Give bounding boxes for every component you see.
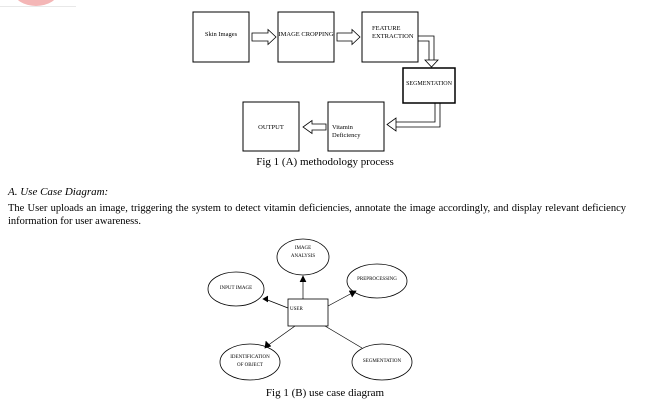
link-user-identification	[266, 325, 296, 347]
arrow-cropping-to-feature	[336, 28, 361, 46]
label-image-cropping: IMAGE CROPPING	[278, 31, 334, 38]
label-identification-line1: IDENTIFICATION	[230, 355, 270, 360]
label-image-analysis: IMAGE ANALYSIS	[277, 245, 329, 260]
methodology-flow-diagram	[192, 11, 456, 152]
label-vitamin-line1: Vitamin	[332, 124, 353, 131]
label-image-analysis-line2: ANALYSIS	[290, 253, 316, 259]
label-output: OUTPUT	[258, 124, 284, 131]
section-paragraph: The User uploads an image, triggering th…	[8, 203, 626, 227]
arrow-vitamin-to-output	[302, 119, 327, 135]
link-user-segmentation	[324, 325, 363, 349]
label-segmentation: SEGMENTATION	[406, 81, 452, 87]
label-user: USER	[290, 307, 303, 312]
label-input-image: INPUT IMAGE	[219, 286, 253, 291]
header-decoration	[0, 0, 76, 7]
arrowhead-analysis	[299, 275, 307, 283]
user-box	[287, 298, 329, 327]
label-identification-line2: OF OBJECT	[237, 362, 263, 368]
arrow-feature-to-segmentation	[418, 35, 439, 68]
link-user-preprocessing	[327, 291, 355, 307]
label-segmentation-uc: SEGMENTATION	[362, 359, 402, 364]
link-user-input	[264, 298, 289, 309]
ellipse-identification	[219, 343, 281, 381]
label-feature-extraction: FEATURE EXTRACTION	[362, 25, 414, 42]
label-vitamin-deficiency: Vitamin Deficiency	[332, 124, 380, 141]
box-output	[242, 101, 300, 152]
fig1a-caption: Fig 1 (A) methodology process	[256, 156, 394, 168]
label-vitamin-line2: Deficiency	[332, 132, 361, 140]
label-identification: IDENTIFICATION OF OBJECT	[220, 354, 280, 369]
label-skin-images: Skin Images	[204, 31, 238, 38]
ellipse-preprocessing	[346, 263, 408, 299]
label-feature-line2: EXTRACTION	[372, 33, 414, 41]
box-vitamin-deficiency	[327, 101, 385, 152]
use-case-diagram	[207, 238, 413, 381]
arrow-skin-to-cropping	[251, 28, 277, 46]
fig1b-caption: Fig 1 (B) use case diagram	[265, 387, 385, 399]
arrowhead-preprocessing	[349, 290, 357, 298]
label-feature-line1: FEATURE	[372, 25, 401, 32]
box-skin-images	[192, 11, 250, 63]
ellipse-input-image	[207, 271, 265, 307]
label-preprocessing: PREPROCESSING	[357, 277, 397, 282]
box-image-cropping	[277, 11, 335, 63]
box-segmentation	[402, 67, 456, 104]
arrowhead-input	[262, 295, 269, 303]
label-image-analysis-line1: IMAGE	[294, 246, 312, 251]
ellipse-segmentation	[351, 343, 413, 381]
section-heading: A. Use Case Diagram:	[8, 186, 109, 198]
decorative-shape	[14, 0, 58, 6]
arrowhead-identification	[264, 340, 272, 349]
box-feature-extraction	[361, 11, 419, 63]
arrow-segmentation-to-vitamin	[386, 103, 441, 132]
ellipse-image-analysis	[276, 238, 330, 276]
